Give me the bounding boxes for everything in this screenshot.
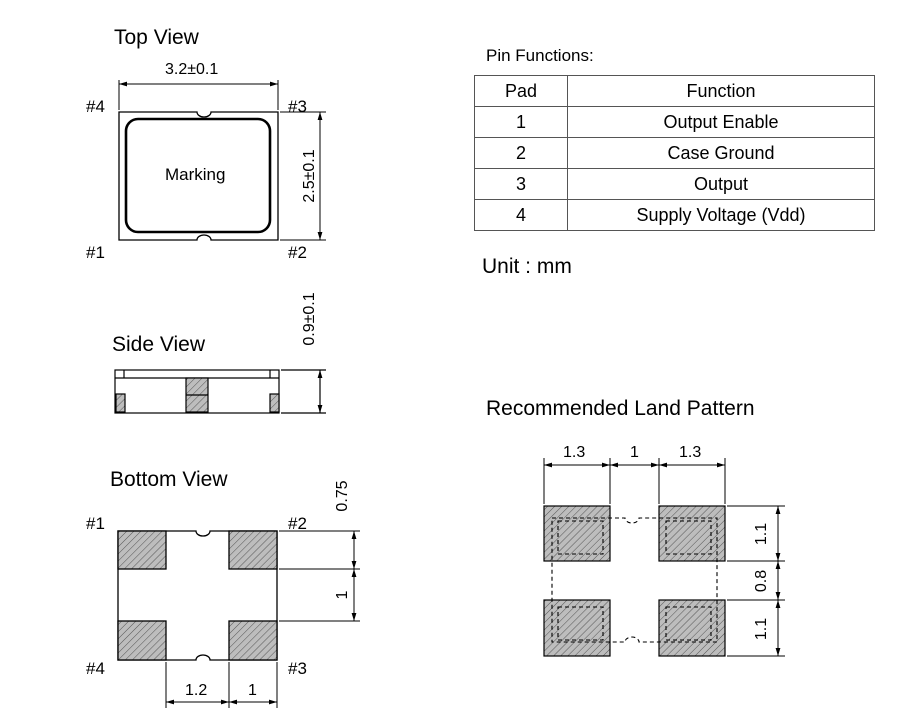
bottom-pad-label-1: #1 bbox=[86, 514, 105, 533]
table-cell-function: Case Ground bbox=[567, 137, 875, 169]
marking-label: Marking bbox=[165, 165, 226, 184]
top-pad-label-1: #1 bbox=[86, 243, 105, 262]
land-pattern-dimensions bbox=[543, 458, 785, 657]
unit-label: Unit : mm bbox=[482, 255, 572, 278]
side-pad-right bbox=[269, 393, 280, 413]
side-view bbox=[114, 369, 326, 414]
top-view-lid bbox=[124, 117, 272, 234]
land-13-left-label: 1.3 bbox=[563, 444, 586, 461]
table-cell-function: Output Enable bbox=[567, 106, 875, 138]
land-pad-br bbox=[658, 599, 726, 657]
land-13-right-label: 1.3 bbox=[679, 444, 702, 461]
side-pad-left bbox=[115, 393, 126, 413]
bottom-075-label: 0.75 bbox=[334, 480, 351, 512]
top-width-label: 3.2±0.1 bbox=[165, 61, 219, 78]
top-view bbox=[118, 111, 279, 241]
top-view-outline bbox=[118, 111, 279, 241]
side-height-label: 0.9±0.1 bbox=[301, 292, 318, 346]
table-header-function: Function bbox=[567, 75, 875, 107]
bottom-12-label: 1.2 bbox=[185, 682, 208, 699]
land-11-bottom-label: 1.1 bbox=[753, 617, 770, 641]
bottom-pad-1 bbox=[117, 530, 167, 570]
bottom-pad-label-2: #2 bbox=[288, 514, 307, 533]
pin-functions-title: Pin Functions: bbox=[486, 46, 594, 65]
bottom-view bbox=[117, 530, 278, 661]
side-view-title: Side View bbox=[112, 333, 206, 356]
top-pad-label-2: #2 bbox=[288, 243, 307, 262]
top-pad-label-3: #3 bbox=[288, 97, 307, 116]
top-view-title: Top View bbox=[114, 26, 199, 49]
table-row: 1 Output Enable bbox=[474, 106, 875, 138]
top-pad-label-4: #4 bbox=[86, 97, 105, 116]
bottom-pad-3 bbox=[228, 620, 278, 661]
land-1-label: 1 bbox=[630, 444, 639, 461]
table-row: 2 Case Ground bbox=[474, 137, 875, 169]
pin-functions-table: Pad Function 1 Output Enable 2 Case Grou… bbox=[474, 75, 875, 231]
land-pad-tr bbox=[658, 505, 726, 562]
land-11-top-label: 1.1 bbox=[753, 522, 770, 546]
bottom-pad-4 bbox=[117, 620, 167, 661]
land-pattern bbox=[543, 505, 726, 657]
table-cell-pad: 2 bbox=[474, 137, 568, 169]
top-view-dimensions bbox=[118, 80, 326, 241]
table-cell-function: Output bbox=[567, 168, 875, 200]
bottom-view-title: Bottom View bbox=[110, 468, 228, 491]
land-pattern-title: Recommended Land Pattern bbox=[486, 397, 755, 420]
table-cell-pad: 3 bbox=[474, 168, 568, 200]
side-view-body bbox=[114, 369, 280, 414]
table-row: 3 Output bbox=[474, 168, 875, 200]
bottom-1-vert-label: 1 bbox=[334, 590, 351, 600]
bottom-pad-label-3: #3 bbox=[288, 659, 307, 678]
land-pad-tl bbox=[543, 505, 611, 562]
bottom-pad-2 bbox=[228, 530, 278, 570]
land-pad-bl bbox=[543, 599, 611, 657]
table-row: 4 Supply Voltage (Vdd) bbox=[474, 199, 875, 231]
bottom-pad-label-4: #4 bbox=[86, 659, 105, 678]
table-cell-pad: 1 bbox=[474, 106, 568, 138]
table-header-pad: Pad bbox=[474, 75, 568, 107]
land-08-label: 0.8 bbox=[753, 569, 770, 593]
bottom-1-horiz-label: 1 bbox=[248, 682, 257, 699]
bottom-view-dimensions bbox=[165, 530, 360, 708]
table-cell-pad: 4 bbox=[474, 199, 568, 231]
top-height-label: 2.5±0.1 bbox=[301, 149, 318, 203]
table-header-row: Pad Function bbox=[474, 75, 875, 107]
land-outline-dashed bbox=[551, 517, 718, 643]
table-cell-function: Supply Voltage (Vdd) bbox=[567, 199, 875, 231]
